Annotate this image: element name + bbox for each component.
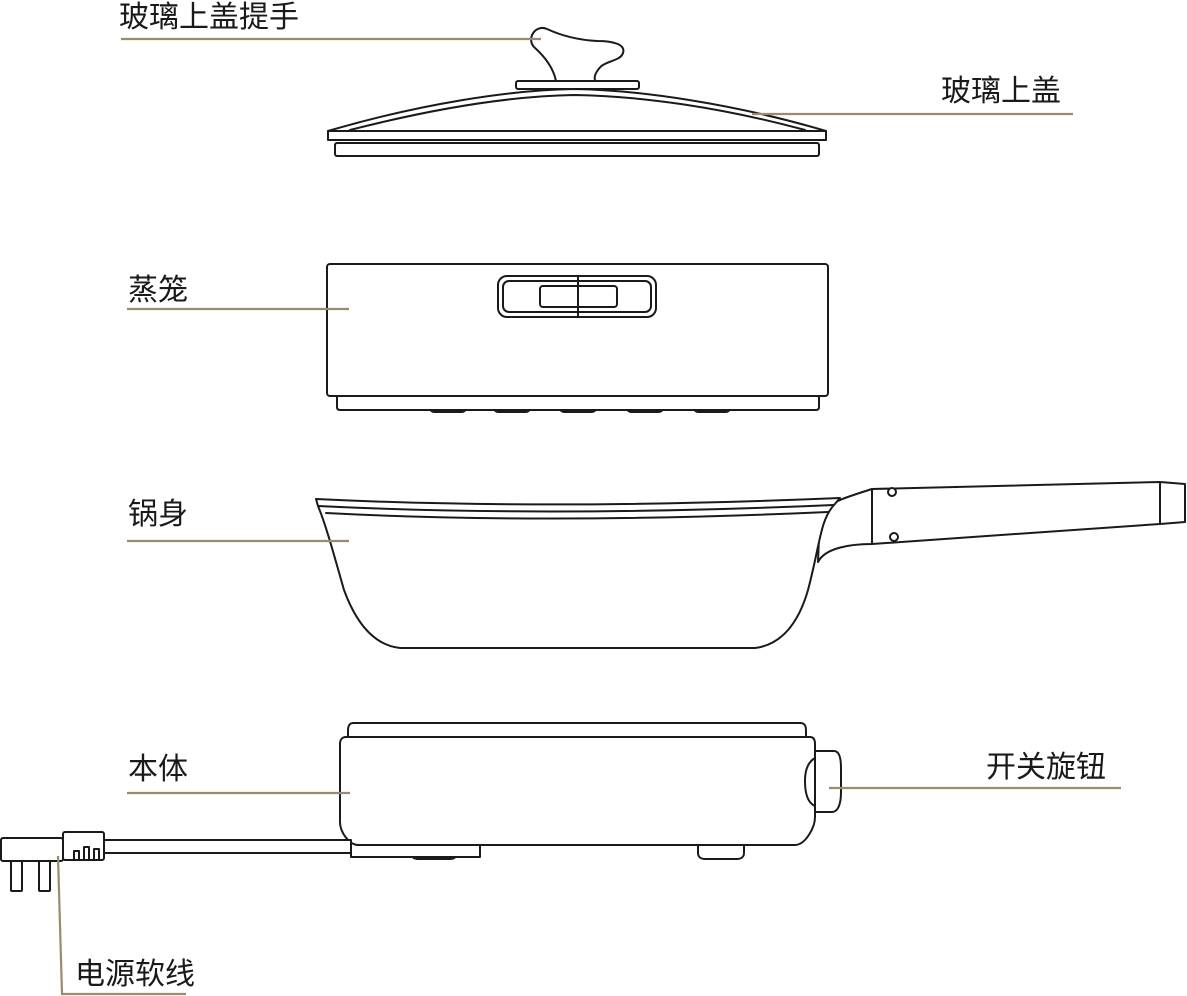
- label-lid-handle: 玻璃上盖提手: [119, 0, 299, 35]
- base: [339, 722, 842, 860]
- steamer: [326, 263, 829, 413]
- glass-lid: [327, 88, 827, 157]
- leader-lines: [56, 37, 1121, 996]
- lid-handle: [515, 26, 640, 90]
- pot-body: [315, 481, 1186, 649]
- leader-power-cord: [56, 855, 186, 996]
- label-power-cord: 电源软线: [75, 957, 195, 992]
- label-glass-lid: 玻璃上盖: [941, 74, 1061, 109]
- power-cord: [0, 831, 352, 892]
- label-switch-knob: 开关旋钮: [986, 750, 1106, 785]
- label-base: 本体: [128, 752, 188, 787]
- label-pot-body: 锅身: [128, 497, 188, 532]
- label-steamer: 蒸笼: [128, 273, 188, 308]
